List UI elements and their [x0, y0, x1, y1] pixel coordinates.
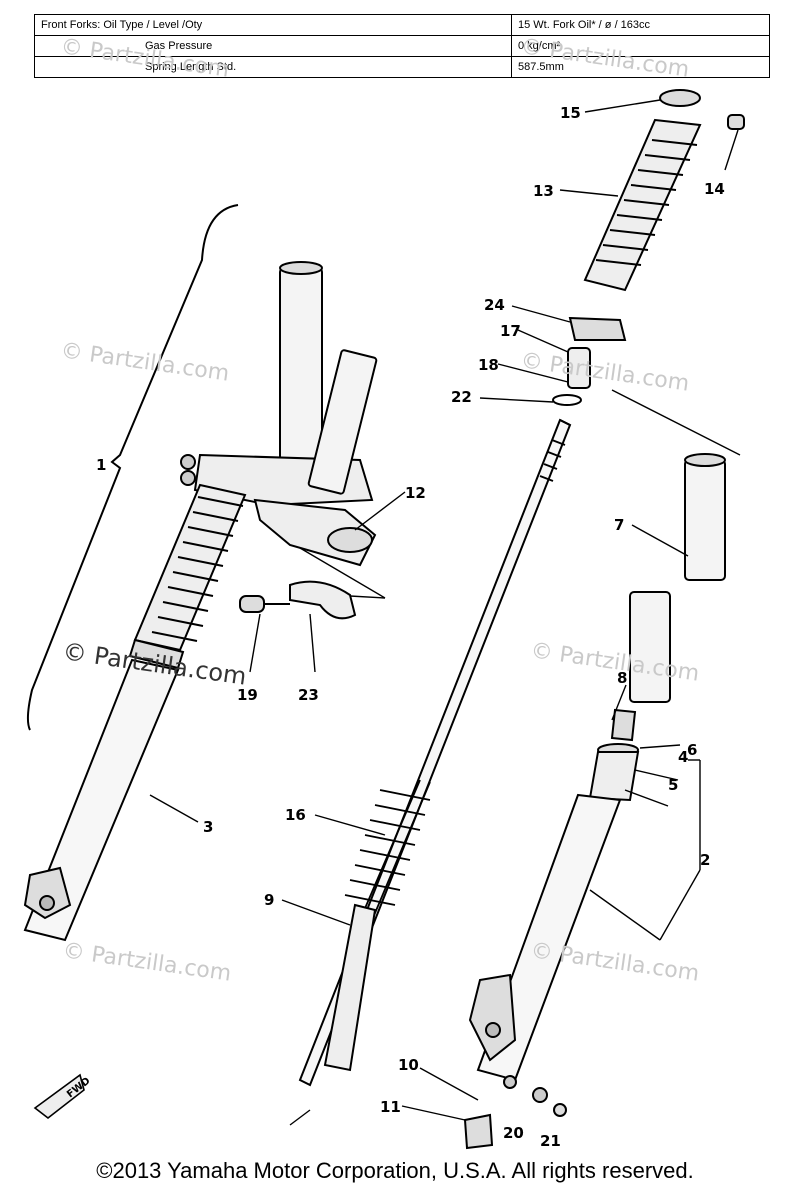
callout-16: 16: [285, 806, 306, 824]
callout-21: 21: [540, 1132, 561, 1150]
callout-23: 23: [298, 686, 319, 704]
callout-9: 9: [264, 891, 274, 909]
callout-13: 13: [533, 182, 554, 200]
callout-22: 22: [451, 388, 472, 406]
callout-14: 14: [704, 180, 725, 198]
fwd-arrow-icon: [33, 1073, 85, 1120]
callout-6: 6: [687, 741, 697, 759]
spec-row: Front Forks: Oil Type / Level /Oty 15 Wt…: [34, 14, 770, 36]
callout-20: 20: [503, 1124, 524, 1142]
callout-labels: 1 2 3 4 5 6 7 8 9 10 11 12 13 14 15 16 1…: [96, 104, 725, 1150]
callout-1: 1: [96, 456, 106, 474]
callout-12: 12: [405, 484, 426, 502]
callout-3: 3: [203, 818, 213, 836]
spec-table: Front Forks: Oil Type / Level /Oty 15 Wt…: [34, 14, 770, 78]
callout-24: 24: [484, 296, 505, 314]
leader-lines: [149, 99, 741, 1126]
exploded-diagram: FWD 1 2 3 4 5 6 7 8 9 10 11 12 13 14 15 …: [23, 89, 745, 1150]
right-outer-parts: [463, 453, 726, 1150]
upper-boot-assembly: [552, 89, 745, 406]
spec-row: Gas Pressure 0 kg/cm²: [34, 35, 770, 57]
callout-2: 2: [700, 851, 710, 869]
spec-value: 15 Wt. Fork Oil* / ø / 163cc: [511, 14, 770, 36]
spec-row: Spring Length Std. 587.5mm: [34, 56, 770, 78]
spec-label: Spring Length Std.: [34, 56, 512, 78]
callout-4: 4: [678, 748, 688, 766]
callout-18: 18: [478, 356, 499, 374]
assembly-bracket: [26, 204, 239, 731]
callout-11: 11: [380, 1098, 401, 1116]
copyright-notice: ©2013 Yamaha Motor Corporation, U.S.A. A…: [96, 1158, 694, 1183]
callout-19: 19: [237, 686, 258, 704]
callout-5: 5: [668, 776, 678, 794]
left-fork-assembly: [23, 261, 374, 942]
damper-rod-assembly: [298, 418, 572, 1087]
steering-stem-assembly: [239, 349, 378, 620]
callout-10: 10: [398, 1056, 419, 1074]
callout-8: 8: [617, 669, 627, 687]
spec-value: 587.5mm: [511, 56, 770, 78]
callout-15: 15: [560, 104, 581, 122]
callout-7: 7: [614, 516, 624, 534]
callout-17: 17: [500, 322, 521, 340]
